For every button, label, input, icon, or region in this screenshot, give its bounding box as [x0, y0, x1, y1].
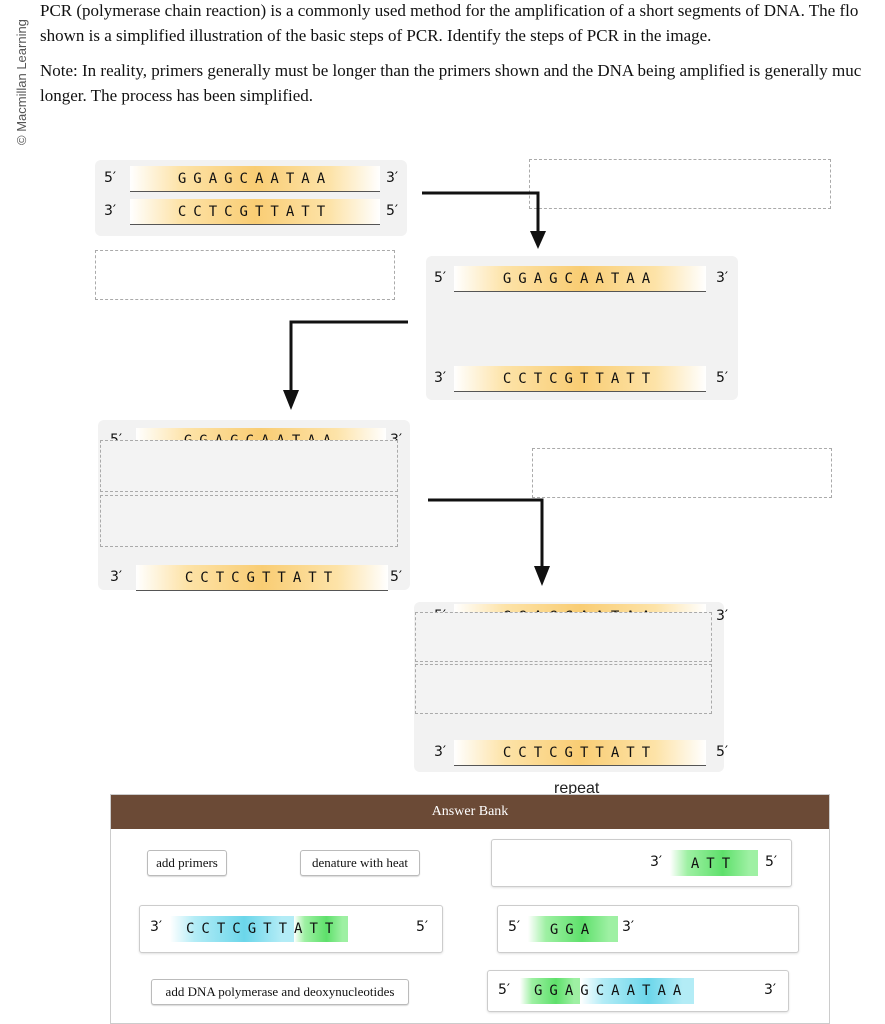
extension-drop-zone-2[interactable]: [415, 664, 712, 714]
five-prime-label: 5′: [508, 919, 521, 935]
denatured-bottom-strand: 3′ CCTCGTTATT 5′: [430, 366, 740, 392]
new-strand-segment: CCTCGTT: [170, 916, 295, 942]
arrow-icon: [283, 320, 408, 410]
three-prime-label: 3′: [434, 744, 447, 760]
bottom-sequence: CCTCGTTATT: [454, 740, 706, 766]
add-polymerase-chip[interactable]: add DNA polymerase and deoxynucleotides: [151, 979, 409, 1005]
extension-bottom-strand: 3′ CCTCGTTATT 5′: [430, 740, 740, 766]
three-prime-label: 3′: [716, 608, 729, 624]
five-prime-label: 5′: [416, 919, 429, 935]
five-prime-label: 5′: [765, 854, 778, 870]
primer-drop-zone-1[interactable]: [100, 440, 398, 492]
three-prime-label: 3′: [716, 270, 729, 286]
denature-with-heat-chip[interactable]: denature with heat: [300, 850, 420, 876]
step-drop-zone-2[interactable]: [95, 250, 395, 300]
answer-bank: Answer Bank add primers denature with he…: [110, 794, 830, 1024]
three-prime-label: 3′: [622, 919, 635, 935]
note-line-1: Note: In reality, primers generally must…: [40, 61, 862, 80]
three-prime-label: 3′: [434, 370, 447, 386]
new-strand-segment: GCAATAA: [580, 978, 695, 1004]
step-drop-zone-1[interactable]: [529, 159, 831, 209]
three-prime-label: 3′: [650, 854, 663, 870]
three-prime-label: 3′: [150, 919, 163, 935]
answer-bank-title: Answer Bank: [111, 795, 829, 829]
add-primers-chip[interactable]: add primers: [147, 850, 227, 876]
primer-att-sequence: ATT: [670, 850, 758, 876]
repeat-label: repeat: [554, 780, 600, 797]
credit-label: © Macmillan Learning: [14, 19, 29, 145]
bottom-sequence: CCTCGTTATT: [454, 366, 706, 392]
arrow-icon: [422, 191, 546, 249]
top-sequence: GGAGCAATAA: [454, 266, 706, 292]
five-prime-label: 5′: [386, 203, 399, 219]
bottom-sequence: CCTCGTTATT: [136, 565, 388, 591]
three-prime-label: 3′: [764, 982, 777, 998]
question-line-2: shown is a simplified illustration of th…: [40, 26, 712, 45]
five-prime-label: 5′: [390, 569, 403, 585]
template-bottom-strand: 3′ CCTCGTTATT 5′: [100, 199, 410, 225]
template-top-strand: 5′ GGAGCAATAA 3′: [100, 166, 410, 192]
primer-gga-chip[interactable]: 5′ GGA 3′: [497, 905, 799, 953]
primer-segment: GGA: [520, 978, 581, 1004]
three-prime-label: 3′: [110, 569, 123, 585]
top-sequence: GGAGCAATAA: [130, 166, 380, 192]
five-prime-label: 5′: [498, 982, 511, 998]
primer-drop-zone-2[interactable]: [100, 495, 398, 547]
five-prime-label: 5′: [434, 270, 447, 286]
denatured-top-strand: 5′ GGAGCAATAA 3′: [430, 266, 740, 292]
question-line-1: PCR (polymerase chain reaction) is a com…: [40, 1, 859, 20]
extension-drop-zone-1[interactable]: [415, 612, 712, 662]
note-line-2: longer. The process has been simplified.: [40, 86, 314, 105]
primer-gga-sequence: GGA: [528, 916, 618, 942]
primer-att-chip[interactable]: 3′ ATT 5′: [491, 839, 792, 887]
five-prime-label: 5′: [104, 170, 117, 186]
arrow-icon: [428, 498, 550, 586]
step-drop-zone-3[interactable]: [532, 448, 832, 498]
three-prime-label: 3′: [386, 170, 399, 186]
three-prime-label: 3′: [104, 203, 117, 219]
five-prime-label: 5′: [716, 370, 729, 386]
annealing-bottom-strand: 3′ CCTCGTTATT 5′: [102, 565, 412, 591]
bottom-sequence: CCTCGTTATT: [130, 199, 380, 225]
five-prime-label: 5′: [716, 744, 729, 760]
primer-segment: ATT: [294, 916, 349, 942]
